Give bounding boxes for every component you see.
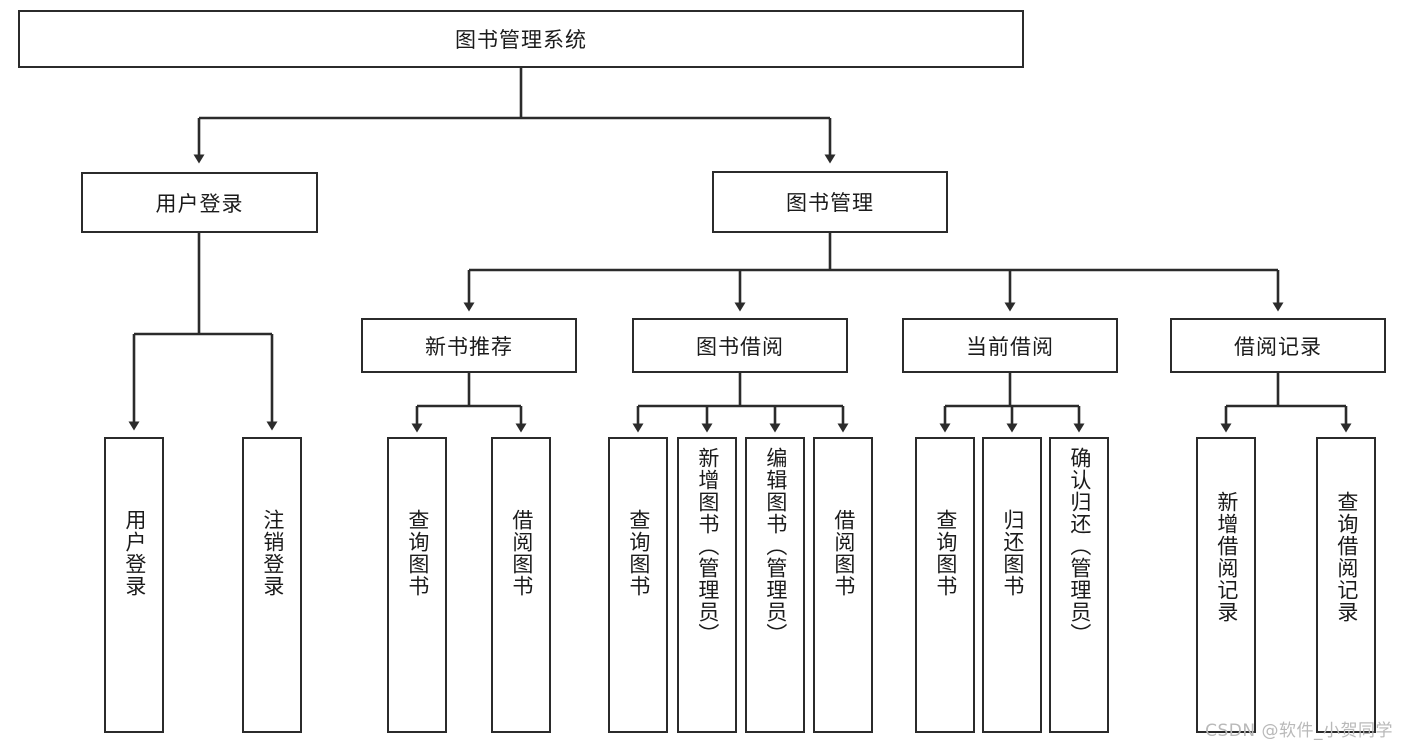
leaf-borrow-edit-book-admin[interactable]: 编辑图书（管理员）	[745, 437, 805, 733]
node-root-system[interactable]: 图书管理系统	[18, 10, 1024, 68]
node-label: 新增图书（管理员）	[695, 447, 720, 645]
node-label: 图书借阅	[696, 334, 784, 359]
node-label: 查询借阅记录	[1334, 491, 1359, 623]
node-book-management[interactable]: 图书管理	[712, 171, 948, 233]
node-label: 查询图书	[933, 509, 958, 597]
node-label: 借阅记录	[1234, 334, 1322, 359]
leaf-borrow-query-book[interactable]: 查询图书	[608, 437, 668, 733]
node-label: 新书推荐	[425, 334, 513, 359]
node-label: 用户登录	[122, 509, 147, 597]
node-label: 确认归还（管理员）	[1067, 447, 1092, 645]
leaf-current-query-book[interactable]: 查询图书	[915, 437, 975, 733]
node-label: 查询图书	[405, 509, 430, 597]
leaf-recommend-query-book[interactable]: 查询图书	[387, 437, 447, 733]
node-label: 当前借阅	[966, 334, 1054, 359]
leaf-recommend-borrow-book[interactable]: 借阅图书	[491, 437, 551, 733]
leaf-current-confirm-return-admin[interactable]: 确认归还（管理员）	[1049, 437, 1109, 733]
node-label: 借阅图书	[831, 509, 856, 597]
leaf-current-return-book[interactable]: 归还图书	[982, 437, 1042, 733]
node-label: 查询图书	[626, 509, 651, 597]
node-new-book-recommend[interactable]: 新书推荐	[361, 318, 577, 373]
node-label: 借阅图书	[509, 509, 534, 597]
node-label: 归还图书	[1000, 509, 1025, 597]
leaf-user-login-logout[interactable]: 注销登录	[242, 437, 302, 733]
node-label: 新增借阅记录	[1214, 491, 1239, 623]
node-label: 编辑图书（管理员）	[763, 447, 788, 645]
leaf-user-login-login[interactable]: 用户登录	[104, 437, 164, 733]
leaf-record-add-borrow-record[interactable]: 新增借阅记录	[1196, 437, 1256, 733]
watermark-text: CSDN @软件_小贺同学	[1205, 721, 1393, 741]
leaf-borrow-add-book-admin[interactable]: 新增图书（管理员）	[677, 437, 737, 733]
node-label: 图书管理	[786, 191, 874, 215]
node-label: 图书管理系统	[455, 28, 587, 52]
node-user-login[interactable]: 用户登录	[81, 172, 318, 233]
node-label: 注销登录	[260, 509, 285, 597]
leaf-record-query-borrow-record[interactable]: 查询借阅记录	[1316, 437, 1376, 733]
node-label: 用户登录	[155, 191, 244, 216]
node-book-borrow[interactable]: 图书借阅	[632, 318, 848, 373]
node-current-borrow[interactable]: 当前借阅	[902, 318, 1118, 373]
leaf-borrow-borrow-book[interactable]: 借阅图书	[813, 437, 873, 733]
node-borrow-record[interactable]: 借阅记录	[1170, 318, 1386, 373]
